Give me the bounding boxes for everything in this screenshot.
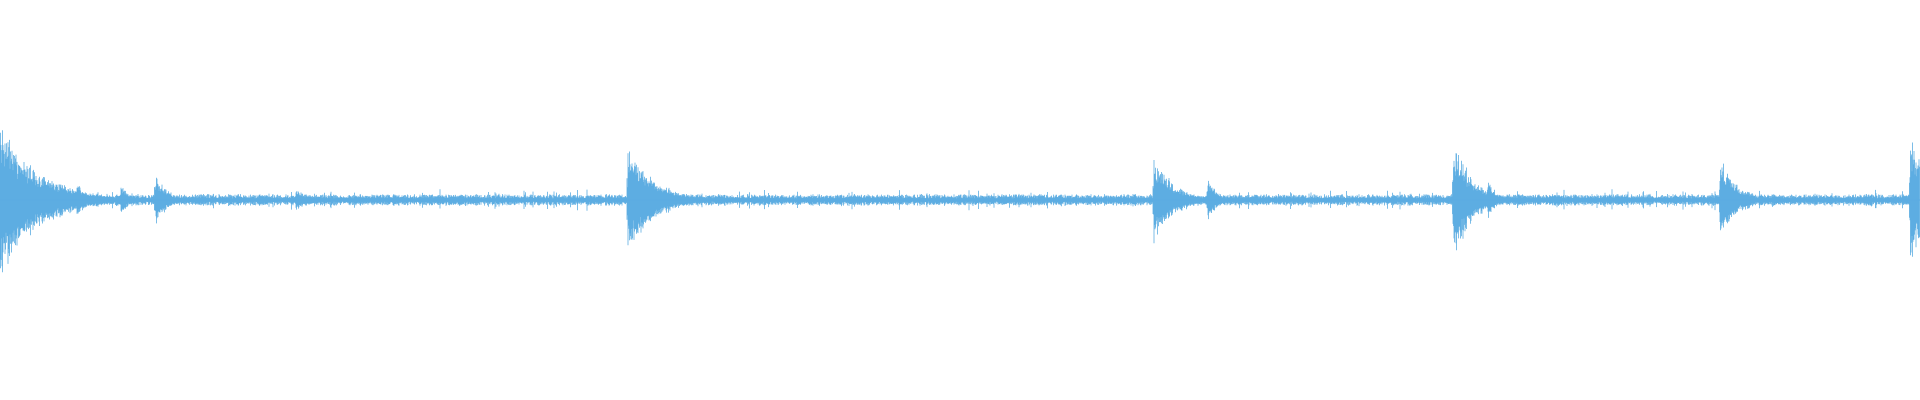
waveform-trace (0, 130, 1920, 273)
